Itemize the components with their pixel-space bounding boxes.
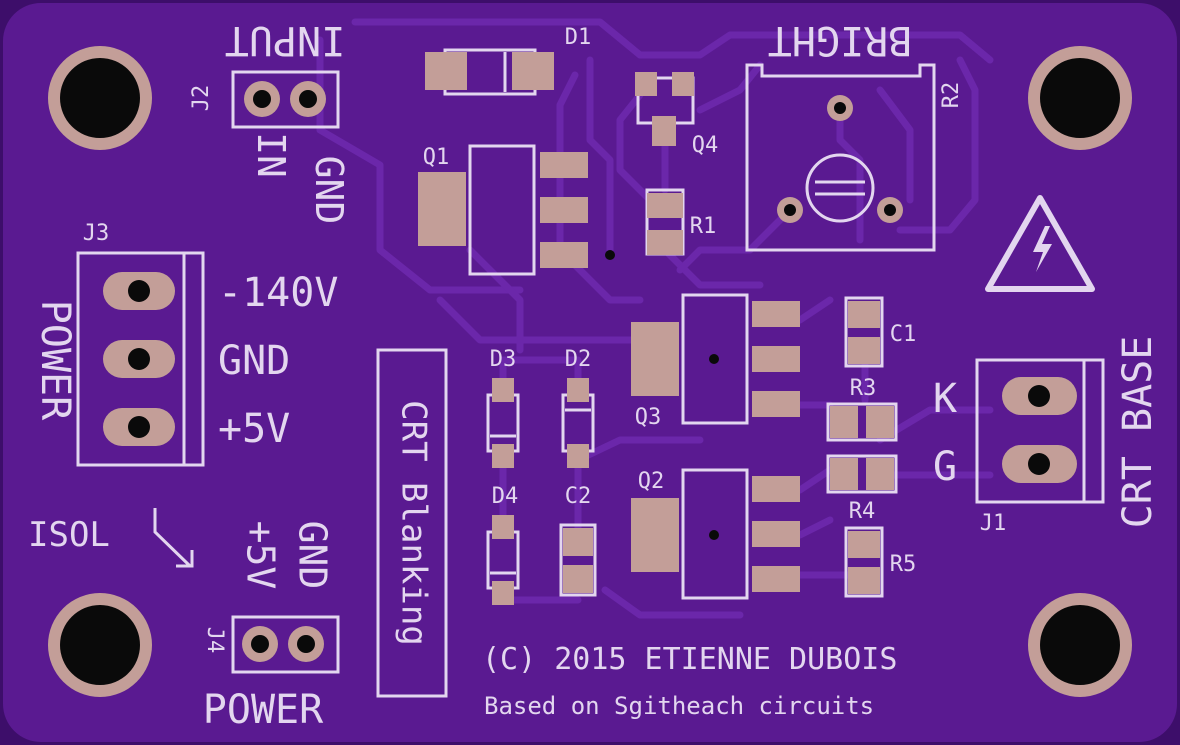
- connector-j4: ISOL +5V GND J4 POWER: [28, 508, 340, 733]
- diode-d4: D4: [486, 484, 520, 605]
- label-power-vertical: POWER: [32, 300, 78, 421]
- copyright-text: (C) 2015 ETIENNE DUBOIS: [482, 642, 897, 677]
- label-j1: J1: [980, 511, 1007, 536]
- label-r3: R3: [850, 376, 877, 401]
- connector-j2: INPUT J2 IN GND: [189, 17, 351, 224]
- label-j3-gnd: GND: [218, 338, 290, 384]
- label-crt-blanking: CRT Blanking: [394, 400, 434, 646]
- label-isol: ISOL: [28, 515, 110, 555]
- label-j4-plus5v: +5V: [239, 521, 283, 590]
- label-bright: BRIGHT: [768, 17, 913, 63]
- label-r2: R2: [939, 82, 964, 109]
- label-neg140v: -140V: [218, 270, 338, 316]
- label-q1: Q1: [423, 145, 450, 170]
- connector-j1: K G J1 CRT BASE: [933, 336, 1161, 536]
- diode-d2: D2: [561, 347, 595, 468]
- mounting-hole-bottom-left: [48, 593, 152, 697]
- label-q3: Q3: [635, 405, 662, 430]
- label-input: INPUT: [225, 17, 345, 63]
- crt-blanking-frame: CRT Blanking: [376, 348, 448, 698]
- label-d2: D2: [565, 347, 592, 372]
- label-j4-gnd: GND: [291, 521, 335, 590]
- label-j4: J4: [202, 627, 227, 654]
- label-c1: C1: [890, 322, 917, 347]
- transistor-q3: Q3: [631, 293, 800, 430]
- label-r4: R4: [849, 499, 876, 524]
- label-in: IN: [249, 132, 293, 178]
- label-k: K: [933, 376, 957, 422]
- label-d3: D3: [490, 347, 517, 372]
- transistor-q2: Q2: [631, 468, 800, 600]
- mounting-hole-bottom-right: [1028, 593, 1132, 697]
- capacitor-c2: C2: [559, 484, 597, 597]
- label-q4: Q4: [692, 133, 719, 158]
- label-g: G: [933, 444, 957, 490]
- label-q2: Q2: [638, 469, 665, 494]
- label-r1: R1: [690, 214, 717, 239]
- high-voltage-warning-icon: [985, 195, 1095, 292]
- label-j2: J2: [189, 85, 214, 112]
- label-j2-gnd: GND: [307, 156, 351, 225]
- resistor-r4: R4: [826, 454, 898, 524]
- based-on-text: Based on Sgitheach circuits: [484, 692, 874, 720]
- transistor-q4: Q4: [635, 72, 718, 158]
- label-d4: D4: [492, 484, 519, 509]
- connector-j3: J3 POWER -140V GND +5V: [32, 221, 338, 467]
- resistor-r1: R1: [645, 188, 717, 256]
- label-pos5v: +5V: [218, 406, 290, 452]
- mounting-hole-top-right: [1028, 46, 1132, 150]
- resistor-r3: R3: [826, 376, 898, 442]
- resistor-r5: R5: [844, 526, 917, 598]
- mounting-hole-top-left: [48, 46, 152, 150]
- label-d1: D1: [565, 25, 592, 50]
- diode-d3: D3: [486, 347, 520, 468]
- label-power-bottom: POWER: [203, 687, 324, 733]
- potentiometer-r2: BRIGHT R2: [745, 17, 964, 252]
- transistor-q1: Q1: [418, 144, 615, 276]
- diode-d1: D1: [425, 25, 592, 96]
- capacitor-c1: C1: [844, 296, 917, 368]
- label-crt-base: CRT BASE: [1115, 336, 1161, 529]
- label-r5: R5: [890, 552, 917, 577]
- label-j3: J3: [83, 221, 110, 246]
- label-c2: C2: [565, 484, 592, 509]
